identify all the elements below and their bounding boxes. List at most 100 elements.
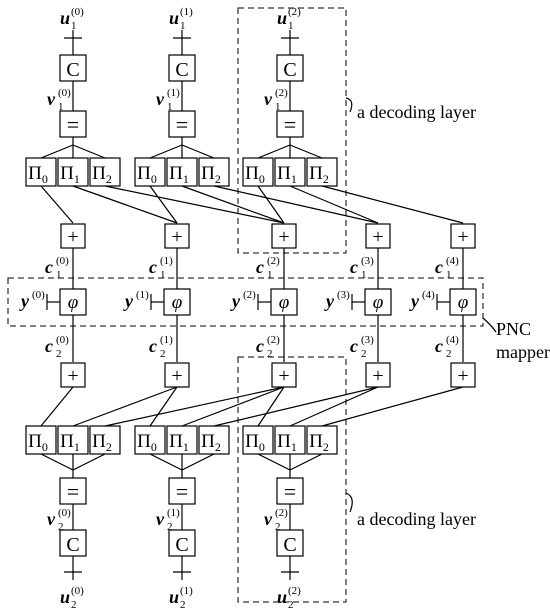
permutation-label: Π0 [137, 431, 157, 454]
svg-text:2: 2 [288, 599, 294, 609]
svg-text:c: c [350, 336, 358, 356]
plus-to-perm [40, 386, 74, 427]
svg-text:2: 2 [71, 599, 77, 609]
xor-node-label: + [67, 365, 78, 387]
svg-text:2: 2 [58, 521, 64, 533]
svg-text:(1): (1) [167, 507, 180, 519]
check-node-label: C [175, 534, 188, 556]
xor-node-box [365, 223, 391, 249]
pi-to-eq [72, 453, 106, 471]
xor-node-box [365, 362, 391, 388]
svg-text:1: 1 [167, 101, 173, 113]
svg-text:(2): (2) [288, 585, 301, 597]
xor-node-label: + [67, 226, 78, 248]
equality-node-label: = [284, 479, 296, 504]
permutation-label: Π1 [60, 431, 80, 454]
permutation-box [166, 157, 198, 187]
svg-text:2: 2 [180, 599, 186, 609]
svg-text:c: c [149, 257, 157, 277]
perm-to-plus [289, 185, 379, 224]
xor-node-label: + [457, 365, 468, 387]
plus-to-perm [321, 386, 464, 427]
svg-text:(0): (0) [71, 6, 84, 18]
pi-to-eq [149, 453, 183, 471]
svg-text:c: c [435, 257, 443, 277]
perm-to-plus [213, 185, 379, 224]
permutation-box [134, 157, 166, 187]
svg-text:(1): (1) [136, 289, 149, 301]
perm-to-plus [149, 185, 178, 224]
svg-text:u: u [169, 8, 179, 28]
svg-text:(2): (2) [267, 334, 280, 346]
svg-text:(2): (2) [243, 289, 256, 301]
permutation-label: Π0 [137, 163, 157, 186]
connection-lines [7, 7, 497, 603]
xor-node-label: + [457, 226, 468, 248]
plus-to-perm [257, 386, 285, 427]
check-node-box [168, 529, 196, 557]
equality-node-label: = [176, 112, 188, 137]
permutation-box [242, 157, 274, 187]
plus-to-perm [72, 386, 178, 427]
decoding-layer-pointer-bottom [345, 492, 353, 513]
permutation-label: Π0 [28, 163, 48, 186]
xor-node-label: + [278, 226, 289, 248]
xor-node-label: + [171, 365, 182, 387]
svg-text:(0): (0) [71, 585, 84, 597]
equality-node-label: = [67, 112, 79, 137]
svg-text:1: 1 [361, 269, 367, 281]
permutation-box [198, 157, 230, 187]
svg-text:2: 2 [446, 348, 452, 360]
svg-text:c: c [350, 257, 358, 277]
permutation-box [25, 157, 57, 187]
phi-label: φ [68, 292, 79, 313]
svg-text:1: 1 [446, 269, 452, 281]
equality-node-box [59, 477, 87, 505]
xor-node-box [271, 362, 297, 388]
y-label: y(1) [123, 289, 149, 311]
check-node-label: C [283, 59, 296, 81]
y-label: y(2) [230, 289, 256, 311]
y-label: y(3) [324, 289, 350, 311]
check-node-label: C [66, 59, 79, 81]
svg-text:2: 2 [160, 348, 166, 360]
decoding-layer-region-bottom [237, 356, 347, 603]
plus-to-perm [213, 386, 379, 427]
phi-label: φ [373, 292, 384, 313]
pnc-mapper-label-line1: PNC [496, 319, 531, 339]
phi-label: φ [172, 292, 183, 313]
permutation-label: Π0 [245, 163, 265, 186]
decoding-layer-label-bottom: a decoding layer [357, 509, 476, 529]
permutation-label: Π2 [309, 163, 329, 186]
eq-to-pi [40, 144, 74, 159]
svg-text:y: y [19, 291, 30, 311]
pi-to-eq [257, 453, 291, 471]
perm-to-plus [104, 185, 285, 224]
svg-text:y: y [324, 291, 335, 311]
permutation-box [89, 425, 121, 455]
svg-text:1: 1 [56, 269, 62, 281]
svg-text:(0): (0) [58, 87, 71, 99]
svg-text:u: u [277, 587, 287, 607]
pnc-mapper-box [270, 288, 298, 316]
xor-node-box [164, 362, 190, 388]
pnc-mapper-box [364, 288, 392, 316]
check-node-box [59, 54, 87, 82]
plus-to-perm [289, 386, 379, 427]
pi-to-eq [289, 453, 323, 471]
check-node-label: C [283, 534, 296, 556]
svg-text:1: 1 [71, 20, 77, 32]
xor-node-box [164, 223, 190, 249]
pnc-mapper-label-line2: mapper [496, 342, 550, 362]
